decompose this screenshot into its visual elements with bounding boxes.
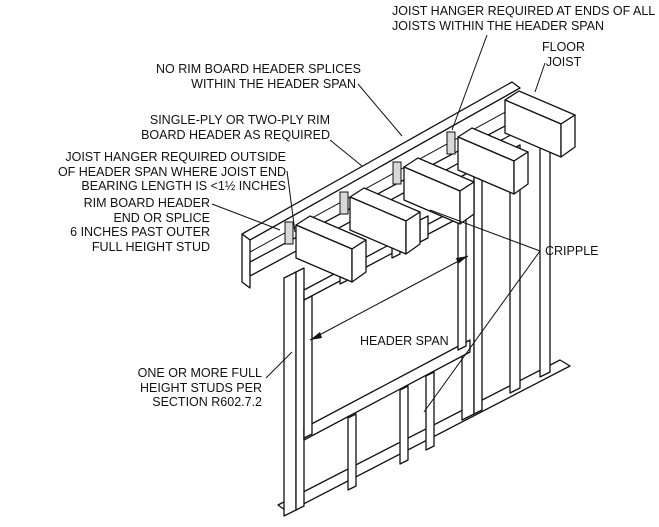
label-rim-end-line4: FULL HEIGHT STUD [91,239,210,254]
label-floor-joist: FLOOR JOIST [542,40,585,69]
cripple-lower-3 [425,371,435,451]
joist-hanger-1 [284,221,294,245]
label-single-ply-line2: BOARD HEADER AS REQUIRED [141,127,330,142]
leader-lines [211,34,546,413]
label-hanger-outside-line3: BEARING LENGTH IS <1½ INCHES [81,179,286,193]
label-rim-end-line1: RIM BOARD HEADER [83,196,210,210]
floor-joist-3 [403,157,475,225]
label-floor-joist-line2: JOIST [545,54,582,69]
label-no-rim-splices-line2: WITHIN THE HEADER SPAN [191,76,356,91]
label-rim-end-line2: END OR SPLICE [113,210,210,225]
cripple-upper-3 [419,215,429,243]
label-rim-end-line3: 6 INCHES PAST OUTER [70,225,210,239]
label-floor-joist-line1: FLOOR [542,40,586,54]
label-hanger-outside-line2: OF HEADER SPAN WHERE JOIST END [57,164,286,179]
label-cripple-text: CRIPPLE [545,244,599,258]
floor-joist-4 [457,127,529,195]
label-joist-hanger-ends-line1: JOIST HANGER REQUIRED AT ENDS OF ALL [392,4,656,18]
label-hanger-outside: JOIST HANGER REQUIRED OUTSIDE OF HEADER … [40,150,286,194]
cripple-lower-1 [347,413,357,491]
jack-stud-left [303,295,313,439]
label-joist-hanger-ends: JOIST HANGER REQUIRED AT ENDS OF ALL JOI… [392,4,655,33]
floor-joist-5 [504,90,576,158]
label-full-height-studs: ONE OR MORE FULL HEIGHT STUDS PER SECTIO… [106,366,262,410]
full-height-stud-left [283,271,297,517]
floor-joist-1 [295,215,367,283]
cripple-lower-2 [399,385,409,465]
label-joist-hanger-ends-line2: JOISTS WITHIN THE HEADER SPAN [392,18,605,33]
label-rim-end: RIM BOARD HEADER END OR SPLICE 6 INCHES … [50,196,210,254]
label-full-height-studs-line3: SECTION R602.7.2 [152,395,262,409]
full-height-stud-right-2 [473,165,483,415]
label-single-ply-line1: SINGLE-PLY OR TWO-PLY RIM [149,113,330,127]
label-no-rim-splices: NO RIM BOARD HEADER SPLICES WITHIN THE H… [156,62,361,91]
jack-stud-right [457,213,467,351]
label-header-span-text: HEADER SPAN [360,334,449,348]
label-full-height-studs-line2: HEIGHT STUDS PER [139,380,262,395]
label-cripple: CRIPPLE [545,244,599,259]
rim-board-header-face [241,233,251,289]
label-hanger-outside-line1: JOIST HANGER REQUIRED OUTSIDE [65,150,286,164]
full-height-stud-left-2 [295,267,305,511]
label-header-span: HEADER SPAN [360,334,449,349]
bottom-plate [277,359,571,513]
joist-hanger-3 [392,161,402,185]
label-single-ply: SINGLE-PLY OR TWO-PLY RIM BOARD HEADER A… [126,113,330,142]
joist-hanger-2 [339,191,349,215]
floor-joist-2 [349,187,421,255]
label-full-height-studs-line1: ONE OR MORE FULL [137,366,262,380]
label-no-rim-splices-line1: NO RIM BOARD HEADER SPLICES [156,62,361,76]
joist-hanger-4 [446,131,456,155]
